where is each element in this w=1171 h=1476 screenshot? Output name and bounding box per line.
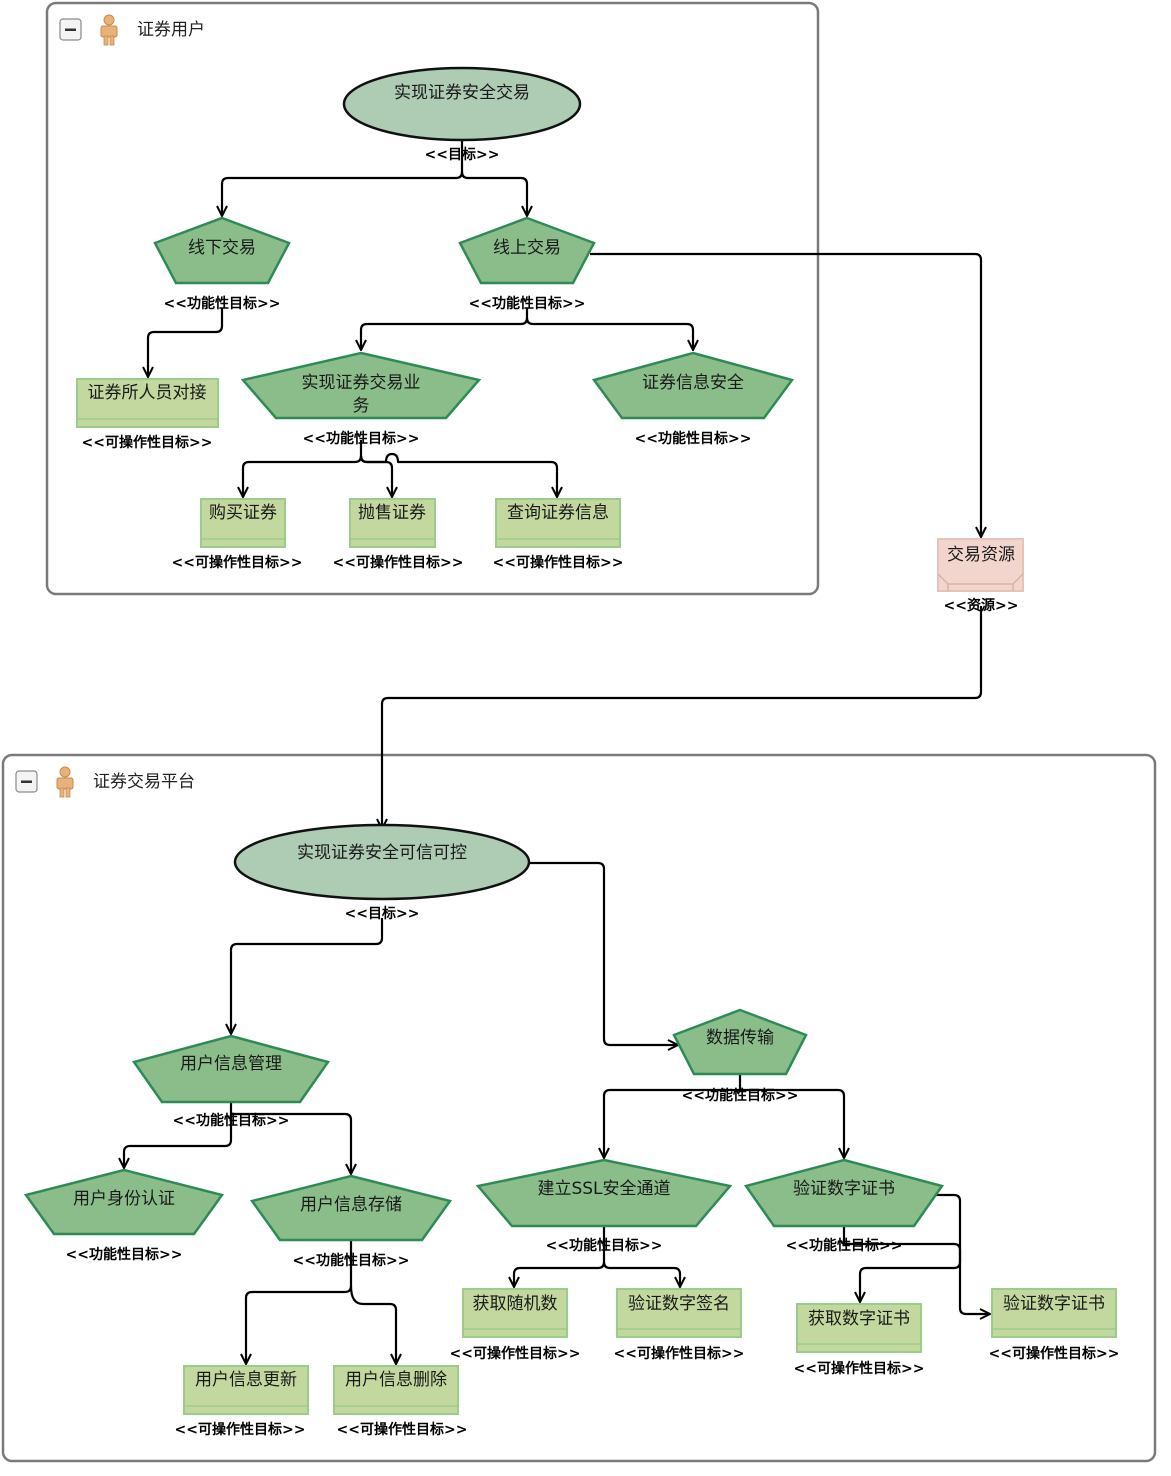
operable-goal-buy[interactable]: 购买证券 <<可操作性目标>>: [172, 498, 303, 571]
edge: [740, 1088, 844, 1158]
actor-icon: [56, 766, 74, 798]
node-label: 查询证券信息: [507, 503, 609, 523]
node-label: 用户信息存储: [300, 1195, 402, 1215]
pool-title: 证券交易平台: [93, 772, 195, 792]
functional-goal-info-security[interactable]: 证券信息安全 <<功能性目标>>: [591, 351, 795, 447]
node-label: 验证数字证书: [1003, 1294, 1105, 1314]
goal-secure-trade[interactable]: 实现证券安全交易 <<目标>>: [342, 66, 582, 163]
edge: [528, 861, 678, 1045]
operable-goal-sell[interactable]: 抛售证券 <<可操作性目标>>: [333, 498, 464, 571]
operable-goal-random-number[interactable]: 获取随机数 <<可操作性目标>>: [450, 1288, 581, 1362]
node-label: 务: [353, 396, 370, 416]
edge: [359, 455, 392, 497]
edge: [602, 1261, 680, 1287]
operable-goal-verify-cert[interactable]: 验证数字证书 <<可操作性目标>>: [989, 1288, 1120, 1362]
operable-goal-query[interactable]: 查询证券信息 <<可操作性目标>>: [493, 498, 624, 571]
node-label: 获取随机数: [473, 1294, 558, 1314]
node-label: 用户身份认证: [73, 1189, 175, 1209]
node-label: 验证数字签名: [628, 1294, 730, 1314]
edge: [590, 252, 981, 537]
stereotype-label: <<可操作性目标>>: [337, 1421, 468, 1438]
node-label: 数据传输: [706, 1028, 774, 1048]
node-label: 实现证券安全交易: [394, 83, 530, 103]
functional-goal-online-trade[interactable]: 线上交易 <<功能性目标>>: [458, 216, 596, 312]
operable-goal-verify-signature[interactable]: 验证数字签名 <<可操作性目标>>: [614, 1288, 745, 1362]
stereotype-label: <<功能性目标>>: [164, 295, 281, 312]
node-label: 交易资源: [947, 545, 1015, 565]
stereotype-label: <<目标>>: [345, 905, 420, 922]
node-label: 线下交易: [188, 238, 256, 258]
stereotype-label: <<可操作性目标>>: [493, 554, 624, 571]
stereotype-label: <<功能性目标>>: [66, 1246, 183, 1263]
pool-border: [45, 1, 820, 596]
node-label: 线上交易: [493, 238, 561, 258]
edge: [382, 606, 983, 829]
stereotype-label: <<功能性目标>>: [303, 430, 420, 447]
functional-goal-identity-auth[interactable]: 用户身份认证 <<功能性目标>>: [23, 1168, 225, 1263]
stereotype-label: <<功能性目标>>: [546, 1237, 663, 1254]
collapse-icon[interactable]: [59, 18, 82, 41]
edge: [525, 317, 693, 350]
edges: [124, 140, 990, 1364]
pool-border: [1, 753, 1157, 1463]
stereotype-label: <<功能性目标>>: [293, 1252, 410, 1269]
pool-trading-platform: 证券交易平台: [1, 753, 1157, 1463]
stereotype-label: <<可操作性目标>>: [989, 1345, 1120, 1362]
stereotype-label: <<功能性目标>>: [635, 430, 752, 447]
node-label: 用户信息管理: [180, 1054, 282, 1074]
functional-goal-user-info-mgmt[interactable]: 用户信息管理 <<功能性目标>>: [131, 1034, 331, 1129]
functional-goal-info-storage[interactable]: 用户信息存储 <<功能性目标>>: [249, 1174, 453, 1269]
operable-goal-info-delete[interactable]: 用户信息删除 <<可操作性目标>>: [333, 1365, 468, 1438]
stereotype-label: <<可操作性目标>>: [450, 1345, 581, 1362]
operable-goal-get-cert[interactable]: 获取数字证书 <<可操作性目标>>: [794, 1303, 925, 1377]
pool-securities-user: 证券用户: [45, 1, 820, 596]
node-label: 获取数字证书: [808, 1309, 910, 1329]
node-label: 证券信息安全: [642, 373, 744, 393]
functional-goal-verify-cert[interactable]: 验证数字证书 <<功能性目标>>: [743, 1158, 945, 1254]
operable-goal-broker-contact[interactable]: 证券所人员对接 <<可操作性目标>>: [76, 378, 219, 451]
stereotype-label: <<功能性目标>>: [469, 295, 586, 312]
functional-goal-offline-trade[interactable]: 线下交易 <<功能性目标>>: [153, 216, 291, 312]
node-label: 证券所人员对接: [88, 383, 207, 403]
stereotype-label: <<可操作性目标>>: [794, 1360, 925, 1377]
stereotype-label: <<可操作性目标>>: [82, 434, 213, 451]
node-label: 实现证券安全可信可控: [297, 843, 467, 863]
edge: [604, 1074, 742, 1158]
stereotype-label: <<资源>>: [944, 597, 1019, 614]
functional-goal-trade-business[interactable]: 实现证券交易业 务 <<功能性目标>>: [240, 351, 482, 447]
edge: [231, 918, 384, 1034]
node-label: 用户信息删除: [345, 1370, 447, 1390]
stereotype-label: <<可操作性目标>>: [175, 1421, 306, 1438]
stereotype-label: <<可操作性目标>>: [172, 554, 303, 571]
stereotype-label: <<目标>>: [425, 146, 500, 163]
collapse-icon[interactable]: [15, 770, 38, 793]
node-label: 用户信息更新: [195, 1370, 297, 1390]
operable-goal-info-update[interactable]: 用户信息更新 <<可操作性目标>>: [175, 1365, 309, 1438]
resource-trade-resource[interactable]: 交易资源 <<资源>>: [937, 538, 1024, 614]
pool-title: 证券用户: [137, 20, 205, 40]
edge: [148, 308, 224, 377]
node-label: 实现证券交易业: [302, 373, 421, 393]
node-label: 抛售证券: [358, 503, 426, 523]
stereotype-label: <<功能性目标>>: [682, 1087, 799, 1104]
stereotype-label: <<功能性目标>>: [173, 1112, 290, 1129]
edge: [124, 1102, 233, 1168]
edge: [231, 1112, 351, 1174]
functional-goal-data-transfer[interactable]: 数据传输 <<功能性目标>>: [672, 1008, 808, 1104]
edge: [349, 1285, 396, 1364]
edge: [460, 171, 527, 216]
edge: [842, 1226, 962, 1302]
edge: [934, 1193, 990, 1314]
goal-trust-control[interactable]: 实现证券安全可信可控 <<目标>>: [233, 823, 531, 922]
node-label: 验证数字证书: [793, 1179, 895, 1199]
actor-icon: [100, 14, 118, 46]
stereotype-label: <<可操作性目标>>: [333, 554, 464, 571]
stereotype-label: <<可操作性目标>>: [614, 1345, 745, 1362]
node-label: 建立SSL安全通道: [537, 1179, 670, 1199]
stereotype-label: <<功能性目标>>: [786, 1237, 903, 1254]
functional-goal-ssl-channel[interactable]: 建立SSL安全通道 <<功能性目标>>: [475, 1158, 733, 1254]
node-label: 购买证券: [209, 503, 277, 523]
